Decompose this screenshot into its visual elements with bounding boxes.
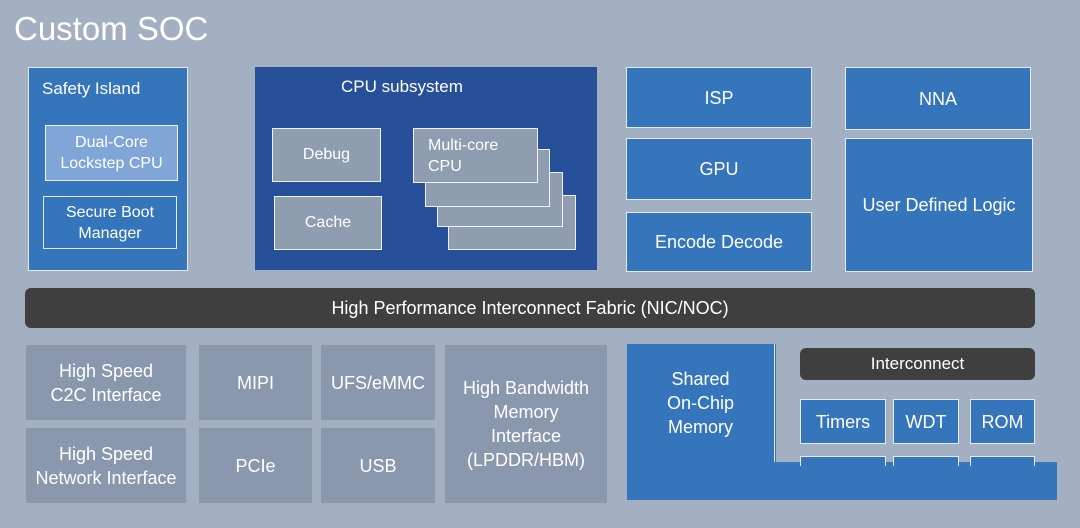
nna-block: NNA [845,67,1031,130]
cache-block: Cache [274,196,382,250]
mipi-block: MIPI [199,345,312,420]
peripheral-block-lower-2 [893,456,959,466]
isp-block: ISP [626,67,812,128]
ufs-emmc-block: UFS/eMMC [321,345,435,420]
safety-island-title: Safety Island [42,79,141,98]
gpu-block: GPU [626,138,812,200]
multicore-cpu: Multi-core CPU [413,128,538,183]
dual-core-lockstep-cpu: Dual-Core Lockstep CPU [45,125,178,181]
rom-block: ROM [970,399,1035,444]
peripheral-block-lower-1 [800,456,886,466]
peripheral-block-lower-3 [970,456,1035,466]
pcie-block: PCIe [199,428,312,503]
timers-block: Timers [800,399,886,444]
c2c-interface-block: High Speed C2C Interface [26,345,186,420]
interconnect-fabric-bar: High Performance Interconnect Fabric (NI… [25,288,1035,328]
memory-interface-block: High Bandwidth Memory Interface (LPDDR/H… [445,345,607,503]
usb-block: USB [321,428,435,503]
diagram-title: Custom SOC [14,10,209,47]
secure-boot-manager: Secure Boot Manager [43,196,177,249]
interconnect-bar: Interconnect [800,348,1035,380]
wdt-block: WDT [893,399,959,444]
multicore-cpu-label: Multi-core CPU [428,137,499,175]
cpu-subsystem-title: CPU subsystem [341,77,463,96]
debug-block: Debug [272,128,381,182]
shared-on-chip-memory: Shared On-Chip Memory [627,344,775,462]
user-defined-logic-block: User Defined Logic [845,138,1033,272]
network-interface-block: High Speed Network Interface [26,428,186,503]
encode-decode-block: Encode Decode [626,212,812,272]
